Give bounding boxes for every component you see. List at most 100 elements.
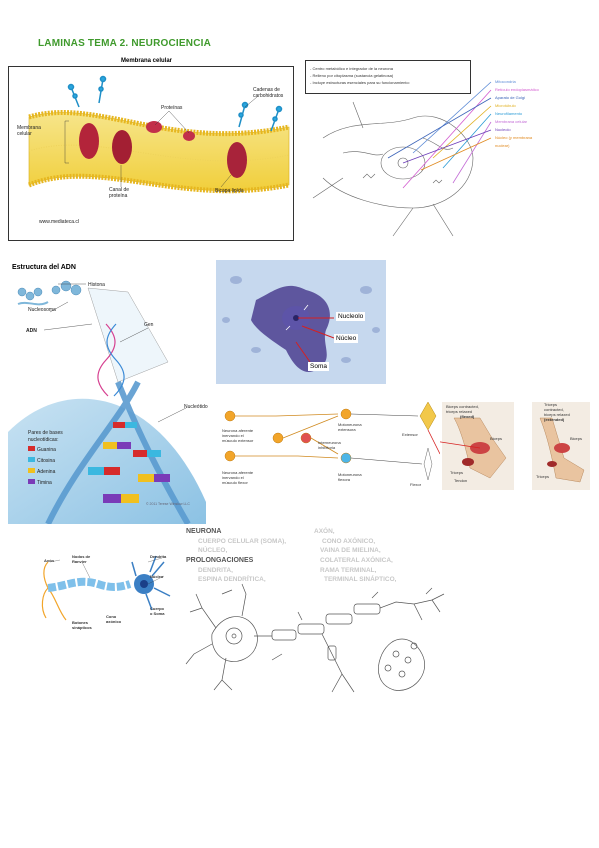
pair-name: Guanina bbox=[37, 447, 56, 453]
cuerpo-line: Cuerpo bbox=[150, 606, 164, 611]
membrane-figure: Membrana celular bbox=[8, 58, 294, 241]
arm1-line: Biceps contracted, bbox=[446, 404, 479, 409]
botones-line: Botones bbox=[72, 620, 88, 625]
nucleosoma-label: Nucleosoma bbox=[28, 307, 56, 313]
worksheet-heading-2: PROLONGACIONES bbox=[186, 557, 254, 564]
dna-credit: © 2011 Terese Winslow LLC bbox=[146, 502, 190, 506]
nodos-label: Nodos de Ranvier bbox=[72, 554, 90, 564]
legend-item: Aparato de Golgi bbox=[495, 95, 526, 100]
channel-line: proteína bbox=[109, 193, 128, 199]
micrograph-image bbox=[216, 260, 386, 384]
base-pairs-legend: Pares de bases nucleotídicas: Guanina Ci… bbox=[28, 430, 63, 487]
worksheet-right-2: CONO AXÓNICO, bbox=[322, 538, 376, 545]
arm2-caption: Triceps contracted, biceps relaxed (exte… bbox=[544, 402, 570, 422]
nucleolo-label: Nucleolo bbox=[336, 312, 366, 321]
arm-illustration bbox=[440, 402, 590, 490]
biceps-label-1: Biceps bbox=[490, 436, 503, 441]
nodos-line: Ranvier bbox=[72, 559, 87, 564]
legend-item: Microtúbulo bbox=[495, 103, 516, 108]
aff-flex-line: inervando el bbox=[222, 475, 244, 480]
membrane-left-label: Membrana celular bbox=[17, 125, 41, 137]
arm-figure: Biceps contracted, triceps relaxed (flex… bbox=[440, 398, 592, 494]
aff-ext-line: inervando el bbox=[222, 433, 244, 438]
aff-flex-line: músculo flexor bbox=[222, 480, 248, 485]
dna-illustration bbox=[8, 280, 206, 524]
bullet-box: - Centro metabólico e integrador de la n… bbox=[305, 60, 471, 94]
aff-ext-label: Neurona aferente inervando el músculo ex… bbox=[222, 428, 253, 443]
membrane-left-line: Membrana bbox=[17, 125, 41, 131]
arm2-line: biceps relaxed bbox=[544, 412, 570, 417]
inter-label: Interneurona inhibitoria bbox=[318, 440, 341, 450]
legend-item: Mitocondria bbox=[495, 79, 516, 84]
dendrita-label: Dendrita bbox=[150, 554, 167, 559]
cuerpo-label: Cuerpo o Soma bbox=[150, 606, 164, 616]
channel-label: Canal de proteína bbox=[109, 187, 129, 199]
pair-citosina: Citosina bbox=[28, 457, 63, 465]
worksheet-left-2: NÚCLEO, bbox=[198, 547, 228, 554]
channel-line: Canal de bbox=[109, 187, 130, 193]
axon-label: Axón bbox=[44, 558, 54, 563]
membrane-illustration bbox=[28, 75, 290, 194]
legend-item: Nucleolo bbox=[495, 127, 511, 132]
neuron-small-illustration bbox=[41, 555, 171, 621]
legend-item: nuclear) bbox=[495, 143, 510, 148]
neuron-line-drawing bbox=[185, 583, 445, 693]
moto-flex-line: Motoneurona bbox=[338, 472, 362, 477]
worksheet-right-5: RAMA TERMINAL, bbox=[320, 567, 377, 574]
pair-name: Adenina bbox=[37, 469, 56, 475]
worksheet-right-1: AXÓN, bbox=[314, 528, 335, 535]
botones-label: Botones sinápticos bbox=[72, 620, 92, 630]
aff-flex-line: Neurona aferente bbox=[222, 470, 254, 475]
pair-guanina: Guanina bbox=[28, 446, 63, 454]
pair-name: Timina bbox=[37, 480, 52, 486]
legend-item: Núcleo (y membrana bbox=[495, 135, 533, 140]
cono-line: Cono bbox=[106, 614, 117, 619]
extensor-label: Extensor bbox=[402, 432, 418, 437]
histona-label: Histona bbox=[88, 282, 105, 288]
proteins-label: Proteínas bbox=[161, 105, 183, 111]
neuron-worksheet: NEURONA CUERPO CELULAR (SOMA), NÚCLEO, P… bbox=[182, 524, 458, 696]
worksheet-heading-1: NEURONA bbox=[186, 528, 222, 535]
page-title: LAMINAS TEMA 2. NEUROCIENCIA bbox=[38, 38, 212, 49]
worksheet-right-3: VAINA DE MIELINA, bbox=[320, 547, 381, 554]
arm2-line: contracted, bbox=[544, 407, 564, 412]
moto-ext-line: Motoneurona bbox=[338, 422, 362, 427]
membrane-title: Membrana celular bbox=[121, 58, 173, 64]
inter-line: Interneurona bbox=[318, 440, 341, 445]
soma-label: Soma bbox=[308, 362, 329, 371]
cono-line: axónico bbox=[106, 619, 122, 624]
neuron-body-figure: - Centro metabólico e integrador de la n… bbox=[303, 58, 573, 243]
carbohydrate-label: Cadenas de carbohidratos bbox=[253, 87, 283, 99]
adn-label: ADN bbox=[26, 328, 37, 334]
dna-figure: Estructura del ADN bbox=[8, 262, 208, 524]
bullet-2: - Relleno por citoplasma (sustancia gela… bbox=[310, 73, 394, 78]
tendon-label: Tendon bbox=[454, 478, 468, 483]
pair-adenina: Adenina bbox=[28, 468, 63, 476]
bullet-1-text: Centro metabólico e integrador de la neu… bbox=[312, 66, 393, 71]
aff-ext-line: Neurona aferente bbox=[222, 428, 254, 433]
source-url: www.mediateca.cl bbox=[39, 219, 80, 225]
moto-flex-label: Motoneurona flexora bbox=[338, 472, 362, 482]
triceps-label-1: Triceps bbox=[450, 470, 463, 475]
nodos-line: Nodos de bbox=[72, 554, 91, 559]
aff-flex-label: Neurona aferente inervando el músculo fl… bbox=[222, 470, 253, 485]
bullet-2-text: Relleno por citoplasma (sustancia gelati… bbox=[312, 73, 394, 78]
cono-label: Cono axónico bbox=[106, 614, 121, 624]
arm1-caption: Biceps contracted, triceps relaxed (flex… bbox=[446, 404, 479, 419]
biceps-label-2: Biceps bbox=[570, 436, 583, 441]
moto-ext-line: extensora bbox=[338, 427, 356, 432]
legend-item: Membrana celular bbox=[495, 119, 528, 124]
worksheet-right-4: COLATERAL AXÓNICA, bbox=[320, 557, 393, 564]
pair-timina: Timina bbox=[28, 479, 63, 487]
worksheet-left-4: ESPINA DENDRÍTICA, bbox=[198, 576, 266, 583]
botones-line: sinápticos bbox=[72, 625, 92, 630]
reflex-diagram bbox=[224, 401, 440, 481]
aff-ext-line: músculo extensor bbox=[222, 438, 254, 443]
organelle-legend: Mitocondria Retículo endoplasmático Apar… bbox=[495, 78, 539, 150]
nucleo-label: Núcleo bbox=[334, 334, 359, 343]
legend-item: Retículo endoplasmático bbox=[495, 87, 539, 92]
arm1-line: triceps relaxed bbox=[446, 409, 473, 414]
bullet-3-text: Incluye estructuras esenciales para su f… bbox=[312, 80, 410, 85]
moto-flex-line: flexora bbox=[338, 477, 351, 482]
worksheet-left-1: CUERPO CELULAR (SOMA), bbox=[198, 538, 287, 545]
